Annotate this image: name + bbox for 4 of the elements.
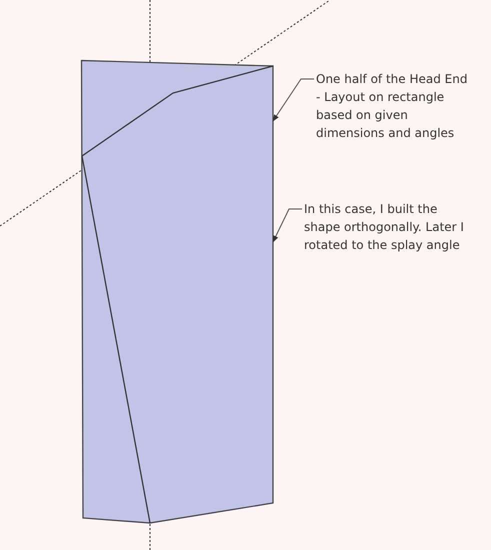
callout-text: One half of the Head End - Layout on rectangle based on given dimensions and angles: [316, 70, 474, 142]
leader-line: [272, 208, 302, 243]
callout-text: In this case, I built the shape orthogonally. Later I rotated to the splay angle: [304, 200, 464, 254]
leader-line: [272, 78, 314, 122]
